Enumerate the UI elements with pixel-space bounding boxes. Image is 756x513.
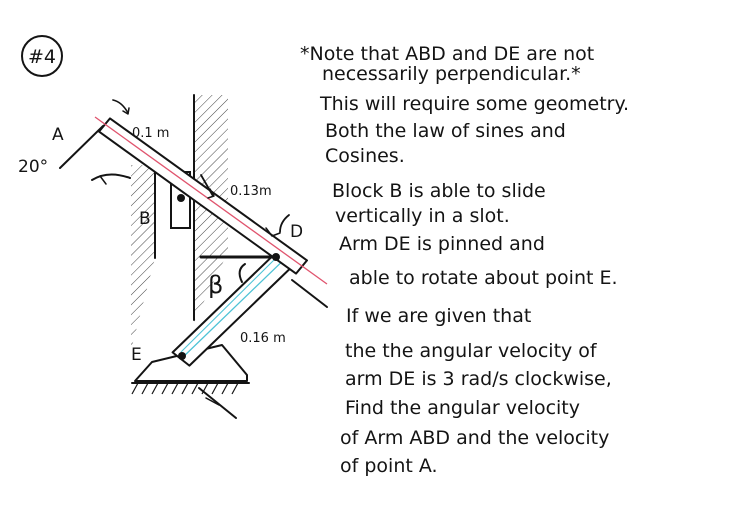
label-E: E bbox=[131, 345, 142, 365]
dimension-0-13m bbox=[200, 174, 290, 237]
text-line-find: Find the angular velocity bbox=[345, 397, 580, 419]
arm-ABD-axis bbox=[94, 116, 328, 285]
label-0-13m: 0.13m bbox=[230, 184, 272, 199]
angle-20-marker bbox=[59, 125, 131, 185]
text-line-slot: vertically in a slot. bbox=[335, 205, 510, 227]
label-D: D bbox=[290, 222, 303, 242]
text-line-block: Block B is able to slide bbox=[332, 180, 546, 202]
dimension-0-16m bbox=[198, 279, 328, 419]
label-beta: β bbox=[208, 271, 223, 299]
text-line-note-cont: necessarily perpendicular.* bbox=[322, 63, 581, 85]
text-line-laws: Both the law of sines and bbox=[325, 120, 566, 142]
text-line-arm-pinned: Arm DE is pinned and bbox=[339, 233, 545, 255]
label-B: B bbox=[139, 209, 151, 229]
text-line-geometry: This will require some geometry. bbox=[319, 93, 629, 115]
pin-B bbox=[177, 194, 185, 202]
label-0-1m: 0.1 m bbox=[132, 126, 169, 141]
text-line-given: If we are given that bbox=[346, 305, 531, 327]
label-A: A bbox=[52, 125, 64, 145]
text-line-point-a: of point A. bbox=[340, 455, 438, 477]
label-20-degrees: 20° bbox=[18, 157, 48, 177]
text-line-note: *Note that ABD and DE are not bbox=[300, 43, 594, 65]
problem-number: #4 bbox=[21, 35, 63, 77]
angle-beta-marker bbox=[199, 255, 278, 283]
arm-DE-axis-upper bbox=[180, 257, 277, 353]
slot-wall-left bbox=[131, 164, 156, 350]
text-line-rad-per-s: arm DE is 3 rad/s clockwise, bbox=[345, 368, 612, 390]
arm-DE-axis bbox=[180, 250, 294, 360]
text-line-rotate: able to rotate about point E. bbox=[349, 267, 618, 289]
problem-number-text: #4 bbox=[28, 46, 56, 68]
text-line-cosines: Cosines. bbox=[325, 145, 405, 167]
text-line-arm-abd: of Arm ABD and the velocity bbox=[340, 427, 609, 449]
label-0-16m: 0.16 m bbox=[240, 331, 286, 346]
text-line-angular-velocity: the the angular velocity of bbox=[345, 340, 598, 362]
pin-E bbox=[178, 352, 186, 360]
problem-statement: *Note that ABD and DE are not necessaril… bbox=[300, 43, 629, 477]
dimension-0-1m bbox=[112, 99, 130, 115]
